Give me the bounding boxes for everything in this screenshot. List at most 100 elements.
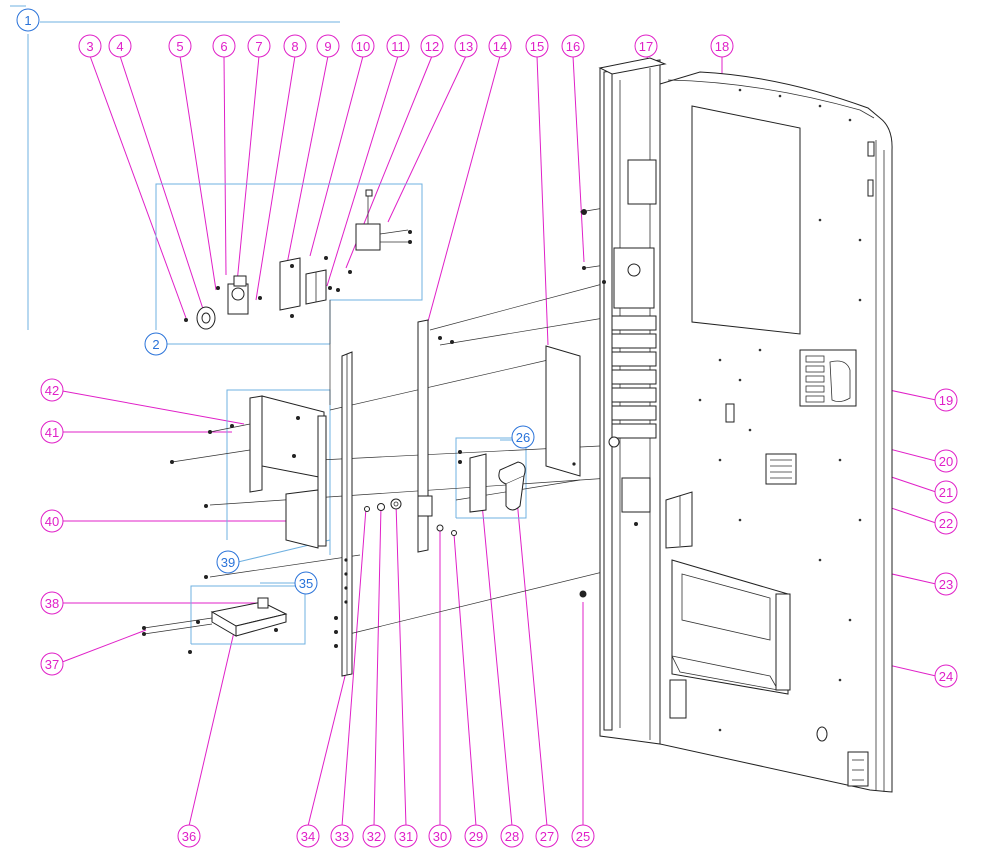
callout-circle <box>934 480 958 504</box>
callout-42: 42 <box>40 378 64 402</box>
callout-circle <box>40 420 64 444</box>
bracket-14 <box>417 319 454 553</box>
leader-10 <box>309 55 364 257</box>
callout-3: 3 <box>78 34 102 58</box>
callout-31: 31 <box>394 824 418 848</box>
leader-16 <box>572 55 585 263</box>
callout-circle <box>362 824 386 848</box>
callout-number: 20 <box>939 454 953 469</box>
callout-38: 38 <box>40 591 64 615</box>
callout-circle <box>144 332 168 356</box>
lock-assembly-parts <box>184 189 412 330</box>
callout-circle <box>710 34 734 58</box>
callout-number: 8 <box>291 39 298 54</box>
callout-34: 34 <box>296 824 320 848</box>
leader-5 <box>179 55 217 291</box>
callout-number: 9 <box>324 39 331 54</box>
callout-number: 24 <box>939 669 953 684</box>
callout-circle <box>428 824 452 848</box>
callout-number: 36 <box>182 829 196 844</box>
callout-number: 19 <box>939 393 953 408</box>
leader-13 <box>387 55 467 223</box>
callout-33: 33 <box>330 824 354 848</box>
loose-hardware <box>579 209 638 598</box>
leader-32 <box>373 505 382 827</box>
callout-number: 21 <box>939 485 953 500</box>
callout-9: 9 <box>316 34 340 58</box>
callout-circle <box>108 34 132 58</box>
callout-14: 14 <box>488 34 512 58</box>
callout-number: 25 <box>576 829 590 844</box>
callout-number: 37 <box>45 657 59 672</box>
callout-number: 7 <box>255 39 262 54</box>
callout-26: 26 <box>511 425 535 449</box>
callout-number: 5 <box>176 39 183 54</box>
callout-circle <box>394 824 418 848</box>
callout-number: 34 <box>301 829 315 844</box>
leader-33 <box>341 507 367 827</box>
callout-circle <box>488 34 512 58</box>
callout-24: 24 <box>934 664 958 688</box>
callout-8: 8 <box>283 34 307 58</box>
callout-number: 29 <box>469 829 483 844</box>
callout-number: 30 <box>433 829 447 844</box>
callout-circle <box>16 8 40 32</box>
callout-12: 12 <box>420 34 444 58</box>
callout-number: 11 <box>391 39 405 54</box>
callout-17: 17 <box>634 34 658 58</box>
callout-number: 39 <box>221 555 235 570</box>
callout-16: 16 <box>561 34 585 58</box>
hinge-plate-assembly <box>170 395 327 579</box>
callout-circle <box>525 34 549 58</box>
callout-number: 2 <box>152 337 159 352</box>
callout-circle <box>283 34 307 58</box>
leader-36 <box>188 631 235 827</box>
callout-circle <box>386 34 410 58</box>
leader-27 <box>514 477 548 827</box>
callout-11: 11 <box>386 34 410 58</box>
leader-37 <box>56 629 147 665</box>
callout-number: 15 <box>530 39 544 54</box>
leader-28 <box>479 481 513 827</box>
callout-circle <box>40 591 64 615</box>
callout-circle <box>40 509 64 533</box>
callout-circle <box>40 378 64 402</box>
callout-number: 38 <box>45 596 59 611</box>
callout-circle <box>934 511 958 535</box>
leader-11 <box>326 55 399 287</box>
leader-9 <box>286 55 329 265</box>
callout-20: 20 <box>934 449 958 473</box>
callout-29: 29 <box>464 824 488 848</box>
callout-13: 13 <box>454 34 478 58</box>
callout-41: 41 <box>40 420 64 444</box>
callout-number: 13 <box>459 39 473 54</box>
callout-number: 32 <box>367 829 381 844</box>
callout-5: 5 <box>168 34 192 58</box>
callout-circle <box>294 571 318 595</box>
callout-number: 6 <box>220 39 227 54</box>
callout-circle <box>177 824 201 848</box>
leader-3 <box>89 55 187 319</box>
callout-number: 10 <box>356 39 370 54</box>
vertical-rail <box>334 351 353 677</box>
callout-circle <box>571 824 595 848</box>
callout-7: 7 <box>247 34 271 58</box>
leader-42 <box>56 389 245 425</box>
callout-number: 28 <box>505 829 519 844</box>
callout-circle <box>500 824 524 848</box>
panel-holes <box>698 88 862 732</box>
callout-number: 17 <box>639 39 653 54</box>
leader-14 <box>426 55 501 326</box>
callout-1: 1 <box>16 8 40 32</box>
callout-circle <box>535 824 559 848</box>
callout-circle <box>420 34 444 58</box>
assembly-boxes <box>155 183 527 645</box>
callout-2: 2 <box>144 332 168 356</box>
callout-number: 42 <box>45 383 59 398</box>
callout-18: 18 <box>710 34 734 58</box>
callout-number: 22 <box>939 516 953 531</box>
callout-23: 23 <box>934 572 958 596</box>
callout-number: 3 <box>86 39 93 54</box>
callout-circle <box>78 34 102 58</box>
leader-8 <box>255 55 296 301</box>
